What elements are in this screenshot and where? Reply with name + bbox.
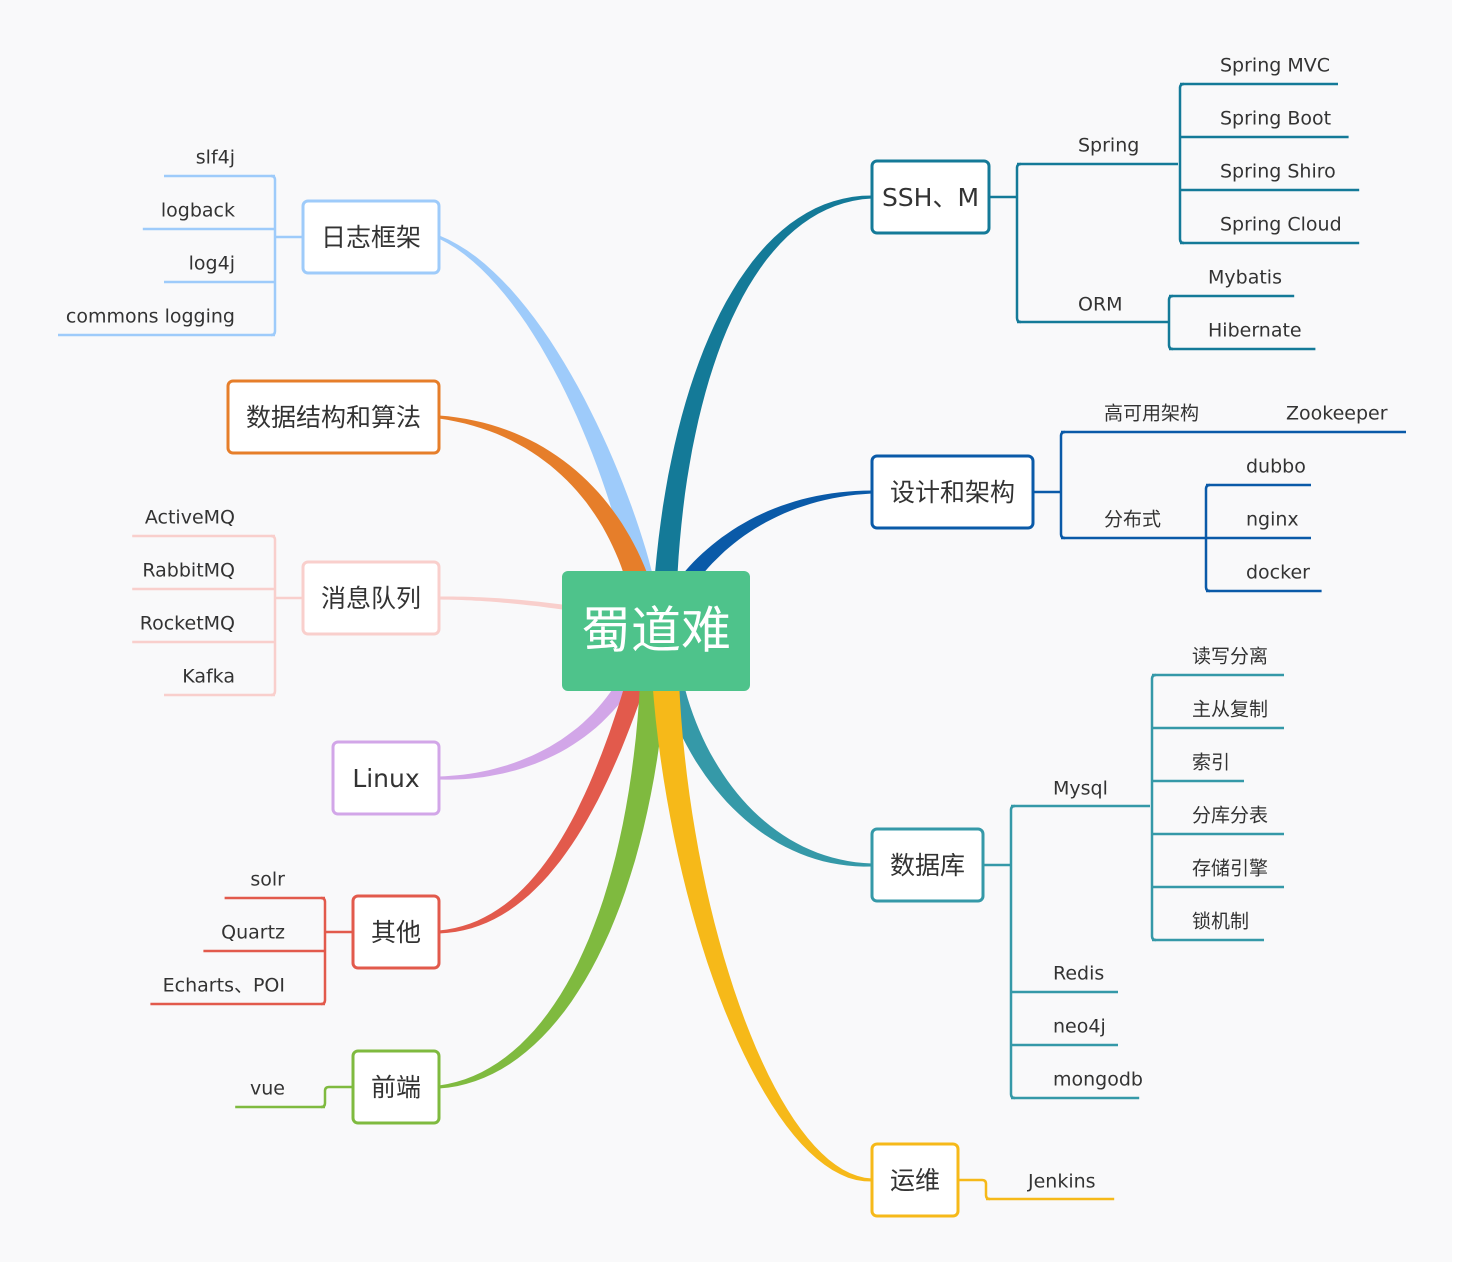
leaf-spring-mvc: Spring MVC bbox=[1220, 55, 1330, 77]
trunk bbox=[270, 174, 277, 337]
leaf-log4j: log4j bbox=[189, 253, 235, 275]
root-label: 蜀道难 bbox=[581, 602, 731, 660]
leaf-solr: solr bbox=[250, 869, 285, 891]
subtopics-left-2 bbox=[132, 534, 303, 697]
leaf-node: 分库分表 bbox=[1192, 805, 1268, 827]
branch-ribbon-right-0 bbox=[652, 195, 872, 622]
subtopic-node: 高可用架构 bbox=[1104, 403, 1199, 425]
subtopic-node: 分布式 bbox=[1104, 509, 1161, 531]
subtopics-right-0 bbox=[989, 82, 1360, 351]
trunk bbox=[1015, 162, 1022, 324]
leaf-nginx: nginx bbox=[1246, 509, 1299, 531]
branch-ribbon-left-3 bbox=[439, 618, 661, 780]
leaf-spring-boot: Spring Boot bbox=[1220, 108, 1331, 130]
topic-left-1[interactable] bbox=[226, 379, 441, 455]
root-topic[interactable] bbox=[562, 571, 750, 691]
leaf-slf4j: slf4j bbox=[196, 147, 235, 169]
topic-label: 日志框架 bbox=[321, 223, 421, 252]
root-box[interactable] bbox=[562, 571, 750, 691]
leaf-zookeeper: Zookeeper bbox=[1286, 403, 1388, 425]
leaf-trunk bbox=[1150, 673, 1157, 942]
subtopic-mongodb: mongodb bbox=[1053, 1069, 1143, 1091]
leaf-node: 锁机制 bbox=[1192, 911, 1249, 933]
trunk bbox=[270, 534, 277, 697]
subtopics-right-1 bbox=[1033, 430, 1406, 593]
topic-label: 消息队列 bbox=[321, 584, 421, 613]
leaf-spring-shiro: Spring Shiro bbox=[1220, 161, 1336, 183]
branch-ribbon-right-3 bbox=[650, 640, 872, 1182]
leaf-mybatis: Mybatis bbox=[1208, 267, 1282, 289]
leaf-commons-logging: commons logging bbox=[66, 306, 235, 328]
nodes bbox=[58, 82, 1406, 1218]
trunk bbox=[1059, 430, 1066, 540]
topic-label: 数据库 bbox=[890, 851, 965, 880]
leaf-activemq: ActiveMQ bbox=[145, 507, 235, 529]
subtopic-mysql: Mysql bbox=[1053, 778, 1108, 800]
leaf-node: 索引 bbox=[1192, 752, 1230, 774]
topic-label: 其他 bbox=[371, 918, 421, 947]
branch-ribbon-left-2 bbox=[439, 596, 651, 624]
subtopics-right-2 bbox=[983, 673, 1284, 1100]
topic-box[interactable] bbox=[226, 379, 441, 455]
leaf-echarts-poi: Echarts、POI bbox=[163, 975, 285, 997]
leaf-kafka: Kafka bbox=[182, 666, 235, 688]
topic-label: 设计和架构 bbox=[890, 478, 1015, 507]
subtopics-left-5 bbox=[235, 1085, 353, 1109]
topic-left-3[interactable] bbox=[331, 740, 441, 816]
subtopic-spring: Spring bbox=[1078, 135, 1139, 157]
subtopics-right-3 bbox=[958, 1178, 1115, 1201]
trunk bbox=[1009, 804, 1016, 1100]
topic-label: 运维 bbox=[890, 1166, 940, 1195]
subtopic-redis: Redis bbox=[1053, 963, 1104, 985]
leaf-hibernate: Hibernate bbox=[1208, 320, 1302, 342]
topic-box[interactable] bbox=[331, 740, 441, 816]
subtopics-left-0 bbox=[58, 174, 303, 337]
leaf-trunk bbox=[1178, 82, 1185, 245]
leaf-logback: logback bbox=[161, 200, 235, 222]
subtopic-jenkins: Jenkins bbox=[1027, 1171, 1096, 1193]
subtopic-neo4j: neo4j bbox=[1053, 1016, 1106, 1038]
leaf-quartz: Quartz bbox=[221, 922, 285, 944]
connector bbox=[958, 1178, 991, 1201]
leaf-node: 存储引擎 bbox=[1192, 858, 1268, 880]
leaf-node: 主从复制 bbox=[1192, 699, 1268, 721]
topic-label: 前端 bbox=[371, 1073, 421, 1102]
leaf-rabbitmq: RabbitMQ bbox=[142, 560, 235, 582]
subtopics-left-4 bbox=[150, 896, 353, 1006]
topic-label: 数据结构和算法 bbox=[246, 403, 421, 432]
leaf-dubbo: dubbo bbox=[1246, 456, 1306, 478]
connector bbox=[320, 1085, 353, 1109]
leaf-trunk bbox=[1167, 294, 1174, 351]
topic-label: Linux bbox=[352, 764, 419, 793]
leaf-node: 读写分离 bbox=[1192, 646, 1268, 668]
leaf-spring-cloud: Spring Cloud bbox=[1220, 214, 1342, 236]
leaf-docker: docker bbox=[1246, 562, 1310, 584]
subtopic-orm: ORM bbox=[1078, 294, 1123, 316]
leaf-vue: vue bbox=[250, 1078, 285, 1100]
leaf-rocketmq: RocketMQ bbox=[140, 613, 235, 635]
topic-label: SSH、M bbox=[882, 183, 979, 212]
